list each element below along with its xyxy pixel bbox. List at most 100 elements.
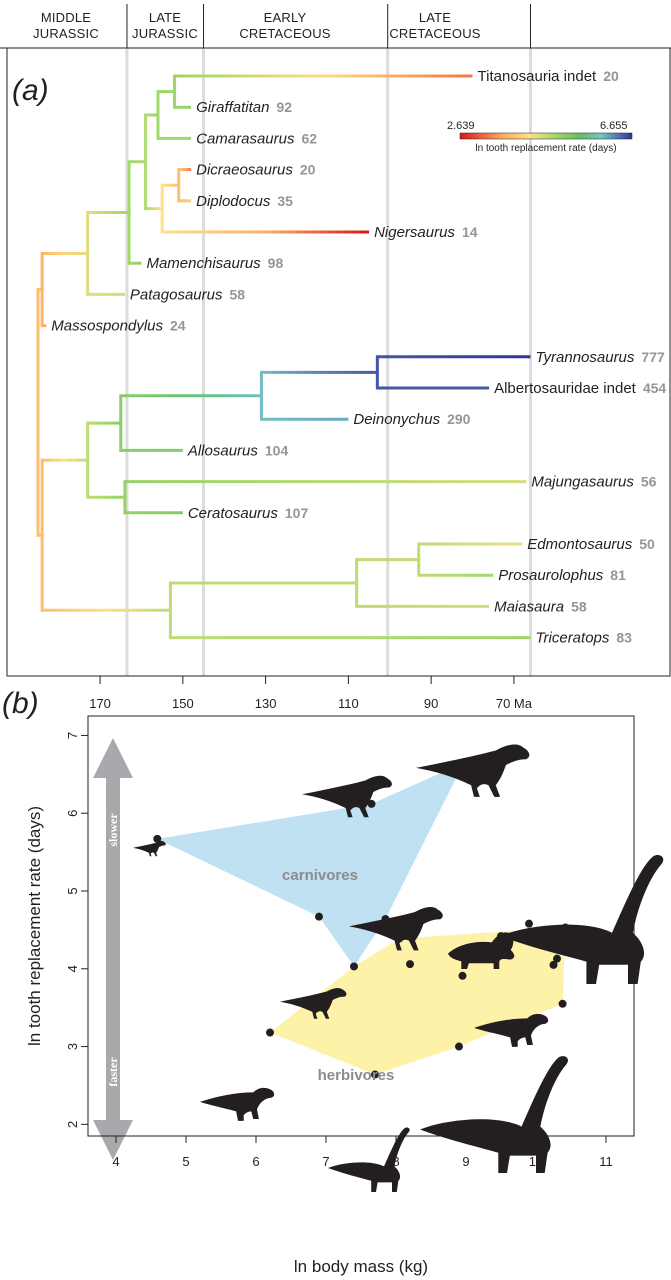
- panel-b-letter: (b): [2, 687, 39, 720]
- herbivore-point: [553, 954, 561, 963]
- tree-edges: [36, 74, 531, 640]
- taxon-count: 20: [603, 68, 619, 84]
- x-axis-tick-label: 11: [599, 1154, 613, 1169]
- x-axis-tick-label: 10: [529, 1154, 543, 1169]
- taxon-count: 20: [300, 162, 316, 178]
- time-axis: 170 150 130 110 90 70 Ma: [89, 676, 533, 711]
- taxon-label-maiasaura: Maiasaura 58: [494, 598, 587, 615]
- taxon-count: 290: [447, 411, 471, 427]
- taxon-label-ceratosaurus: Ceratosaurus 107: [188, 505, 309, 522]
- herbivore-point: [406, 960, 414, 969]
- color-legend-title: ln tooth replacement rate (days): [475, 143, 616, 154]
- time-axis-label: 170: [89, 696, 111, 711]
- herbivore-point: [455, 1042, 463, 1051]
- taxon-count: 14: [462, 224, 478, 240]
- carnivore-point: [153, 834, 162, 843]
- period-label-late-jurassic-line1: LATE: [149, 10, 181, 25]
- taxon-count: 107: [285, 505, 309, 521]
- x-axis-tick-label: 4: [112, 1154, 119, 1169]
- y-axis-tick-label: 3: [65, 1043, 80, 1050]
- carnivore-point: [350, 962, 358, 971]
- taxon-name: Allosaurus: [187, 442, 259, 459]
- taxon-name: Mamenchisaurus: [146, 255, 261, 272]
- taxon-count: 83: [616, 630, 632, 646]
- taxon-count: 92: [276, 99, 292, 115]
- taxon-count: 62: [301, 130, 317, 146]
- herbivore-point: [561, 923, 570, 932]
- taxon-name: Maiasaura: [494, 598, 564, 615]
- color-legend-max: 6.655: [600, 120, 628, 132]
- hull-label-herbivores: herbivores: [318, 1067, 395, 1084]
- x-axis-title: ln body mass (kg): [294, 1257, 428, 1276]
- time-axis-label: 150: [172, 696, 194, 711]
- period-boundaries: [125, 4, 532, 676]
- herbivore-point: [458, 971, 467, 980]
- taxon-label-edmontosaurus: Edmontosaurus 50: [527, 536, 655, 553]
- x-axis-tick-label: 7: [322, 1154, 329, 1169]
- herbivore-point: [558, 999, 567, 1008]
- herbivore-point: [525, 919, 533, 928]
- herbivore-point: [266, 1028, 274, 1037]
- taxon-label-camarasaurus: Camarasaurus 62: [196, 130, 317, 147]
- x-axis-tick-label: 8: [392, 1154, 399, 1169]
- panel-a-letter: (a): [12, 74, 49, 107]
- scatter-points: [153, 758, 570, 1079]
- arrow-label-faster: faster: [106, 1057, 120, 1087]
- taxon-name: Edmontosaurus: [527, 536, 633, 553]
- taxon-name: Patagosaurus: [130, 286, 223, 303]
- time-axis-label: 130: [255, 696, 277, 711]
- taxon-name: Majungasaurus: [531, 474, 634, 491]
- y-axis-title: ln tooth replacement rate (days): [25, 806, 44, 1046]
- y-axis-tick-label: 2: [65, 1121, 80, 1128]
- period-label-early-cretaceous-line2: CRETACEOUS: [239, 26, 330, 41]
- direction-arrow-shape: [93, 738, 133, 1160]
- time-axis-label: 70 Ma: [496, 696, 533, 711]
- taxon-count: 35: [277, 193, 293, 209]
- y-axis-tick-label: 6: [65, 810, 80, 817]
- taxon-name: Tyrannosaurus: [535, 349, 634, 366]
- x-axis-tick-label: 5: [182, 1154, 189, 1169]
- taxon-count: 58: [571, 598, 587, 614]
- taxon-count: 50: [639, 536, 655, 552]
- panel-b: (b) slower faster carnivores herbivores …: [2, 687, 664, 1276]
- color-legend-min: 2.639: [447, 120, 475, 132]
- panel-a-frame: [6, 47, 671, 677]
- taxon-name: Camarasaurus: [196, 130, 295, 147]
- period-label-middle-jurassic-line2: JURASSIC: [33, 26, 99, 41]
- taxon-name: Titanosauria indet: [478, 68, 598, 85]
- x-axis-tick-label: 6: [252, 1154, 259, 1169]
- taxon-name: Ceratosaurus: [188, 505, 279, 522]
- y-axis-tick-label: 4: [65, 965, 80, 972]
- taxon-label-mamenchisaurus: Mamenchisaurus 98: [146, 255, 283, 272]
- period-label-late-cretaceous-line2: CRETACEOUS: [389, 26, 480, 41]
- arrow-label-slower: slower: [106, 813, 120, 847]
- time-axis-label: 90: [424, 696, 438, 711]
- time-axis-label: 110: [338, 696, 359, 711]
- taxon-label-tyrannosaurus: Tyrannosaurus 777: [535, 349, 665, 366]
- taxon-count: 98: [268, 255, 284, 271]
- taxon-count: 454: [643, 380, 667, 396]
- taxon-count: 777: [641, 349, 665, 365]
- silhouette-titanosaur: [420, 1056, 568, 1173]
- panel-b-frame: [87, 715, 635, 1137]
- herbivore-point: [549, 960, 558, 969]
- period-label-late-jurassic-line2: JURASSIC: [132, 26, 198, 41]
- taxon-label-titanosauria-indet: Titanosauria indet 20: [478, 68, 619, 85]
- period-label-middle-jurassic-line1: MIDDLE: [41, 10, 91, 25]
- carnivore-point: [315, 912, 323, 921]
- taxon-name: Giraffatitan: [196, 99, 269, 116]
